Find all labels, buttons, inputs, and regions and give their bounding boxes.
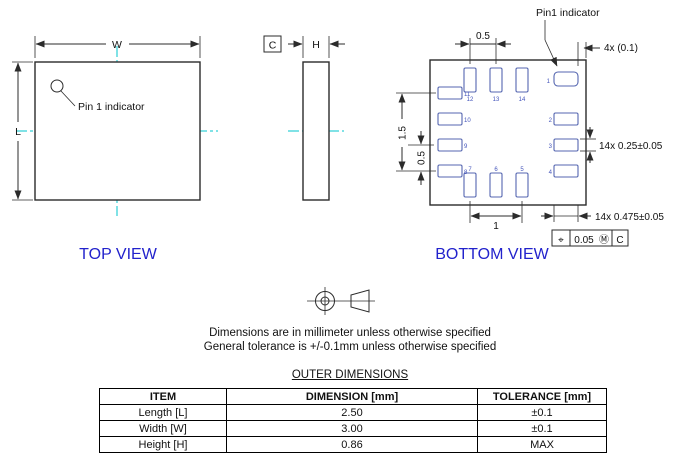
bottom-pin1-callout: Pin1 indicator [536,7,600,67]
cell-dimension: 0.86 [226,436,478,453]
pin-number: 11 [464,92,471,98]
w-dimension: W [34,36,201,58]
pin1-indicator-label: Pin 1 indicator [78,101,145,113]
position-tolerance-icon: ⌖ [558,235,564,246]
top-view-title: TOP VIEW [79,246,158,263]
dim-row-span: 1.5 [396,92,436,172]
col-header-tolerance: TOLERANCE [mm] [477,388,607,405]
pad-12 [463,67,477,93]
pin-number: 1 [547,79,551,85]
dim-pitch-top: 0.5 [455,31,511,64]
dim-pad-length-label: 14x 0.475±0.05 [595,212,664,223]
general-notes: Dimensions are in millimeter unless othe… [0,326,700,354]
table-row-height: Height [H] 0.86 MAX [99,436,607,453]
col-header-dimension: DIMENSION [mm] [226,388,478,405]
outer-dimensions-table: ITEM DIMENSION [mm] TOLERANCE [mm] Lengt… [99,388,607,453]
pad-2 [553,112,579,126]
cell-dimension: 3.00 [226,420,478,437]
cell-tolerance: ±0.1 [477,420,607,437]
pin-number: 5 [520,167,524,173]
projection-symbol-icon [307,287,375,315]
pad-13 [489,67,503,93]
datum-c-label: C [269,40,277,52]
pin-number: 14 [519,97,526,103]
pin-number: 10 [464,118,471,124]
pad-8 [437,164,463,178]
dim-pad-width: 14x 0.25±0.05 [580,127,663,163]
fcf-datum: C [616,235,623,246]
dim-corner-label: 4x (0.1) [604,43,638,54]
dim-h-label: H [312,39,320,51]
pin1-indicator-circle [50,79,64,93]
cell-item: Width [W] [99,420,227,437]
pad-14 [515,67,529,93]
cell-tolerance: ±0.1 [477,404,607,421]
pads [437,67,579,198]
dim-row-pitch-label: 0.5 [417,151,428,165]
pin-numbers: 11 10 9 8 12 13 14 1 2 3 4 7 6 5 [464,79,553,176]
engineering-drawing: W L Pin 1 indicator TOP VIEW H C [12,7,664,315]
dim-w-label: W [112,39,122,51]
pad-5 [515,172,529,198]
dim-corner: 4x (0.1) [577,42,638,66]
bottom-pin1-label: Pin1 indicator [536,7,600,19]
pad-6 [489,172,503,198]
feature-control-frame: ⌖ 0.05 Ⓜ C [551,229,629,247]
dim-center-span-label: 1 [493,221,499,232]
pin-number: 13 [493,97,500,103]
pin-number: 8 [464,170,468,176]
table-title: OUTER DIMENSIONS [291,369,409,381]
pin-number: 2 [549,118,553,124]
datum-c: C [263,35,282,53]
bottom-view-title: BOTTOM VIEW [435,246,549,263]
pad-7 [463,172,477,198]
pad-3 [553,138,579,152]
h-dimension: H [288,36,345,58]
cell-item: Length [L] [99,404,227,421]
top-view: W L Pin 1 indicator TOP VIEW [12,36,218,263]
pad-11 [437,86,463,100]
top-view-body [34,61,201,201]
cell-dimension: 2.50 [226,404,478,421]
dim-l-label: L [15,126,21,138]
side-view: H C [263,35,345,201]
note-line-2: General tolerance is +/-0.1mm unless oth… [203,341,497,353]
side-view-body [302,61,330,201]
pin-number: 7 [468,167,472,173]
dim-pad-width-label: 14x 0.25±0.05 [599,141,663,152]
mmc-modifier-icon: Ⓜ [599,234,609,246]
dim-row-span-label: 1.5 [398,126,409,140]
pin-number: 9 [464,144,468,150]
dim-center-span: 1 [469,201,523,232]
top-view-pin1: Pin 1 indicator [50,79,145,113]
table-row-width: Width [W] 3.00 ±0.1 [99,420,607,437]
pin-number: 4 [549,170,553,176]
dim-row-pitch: 0.5 [408,131,434,185]
pin-number: 3 [549,144,553,150]
cell-tolerance: MAX [477,436,607,453]
fcf-tolerance: 0.05 [574,235,594,246]
l-dimension: L [12,61,33,201]
note-line-1: Dimensions are in millimeter unless othe… [209,327,491,339]
pad-1-pin1 [553,71,579,87]
dim-pitch-top-label: 0.5 [476,31,490,42]
pin-number: 6 [494,167,498,173]
pin-number: 12 [467,97,474,103]
table-header-row: ITEM DIMENSION [mm] TOLERANCE [mm] [99,388,607,405]
pad-9 [437,138,463,152]
col-header-item: ITEM [99,388,227,405]
cell-item: Height [H] [99,436,227,453]
table-row-length: Length [L] 2.50 ±0.1 [99,404,607,421]
pad-10 [437,112,463,126]
pad-4 [553,164,579,178]
bottom-view: 11 10 9 8 12 13 14 1 2 3 4 7 6 5 0.5 Pin… [396,7,664,263]
dim-pad-length: 14x 0.475±0.05 [541,212,664,223]
